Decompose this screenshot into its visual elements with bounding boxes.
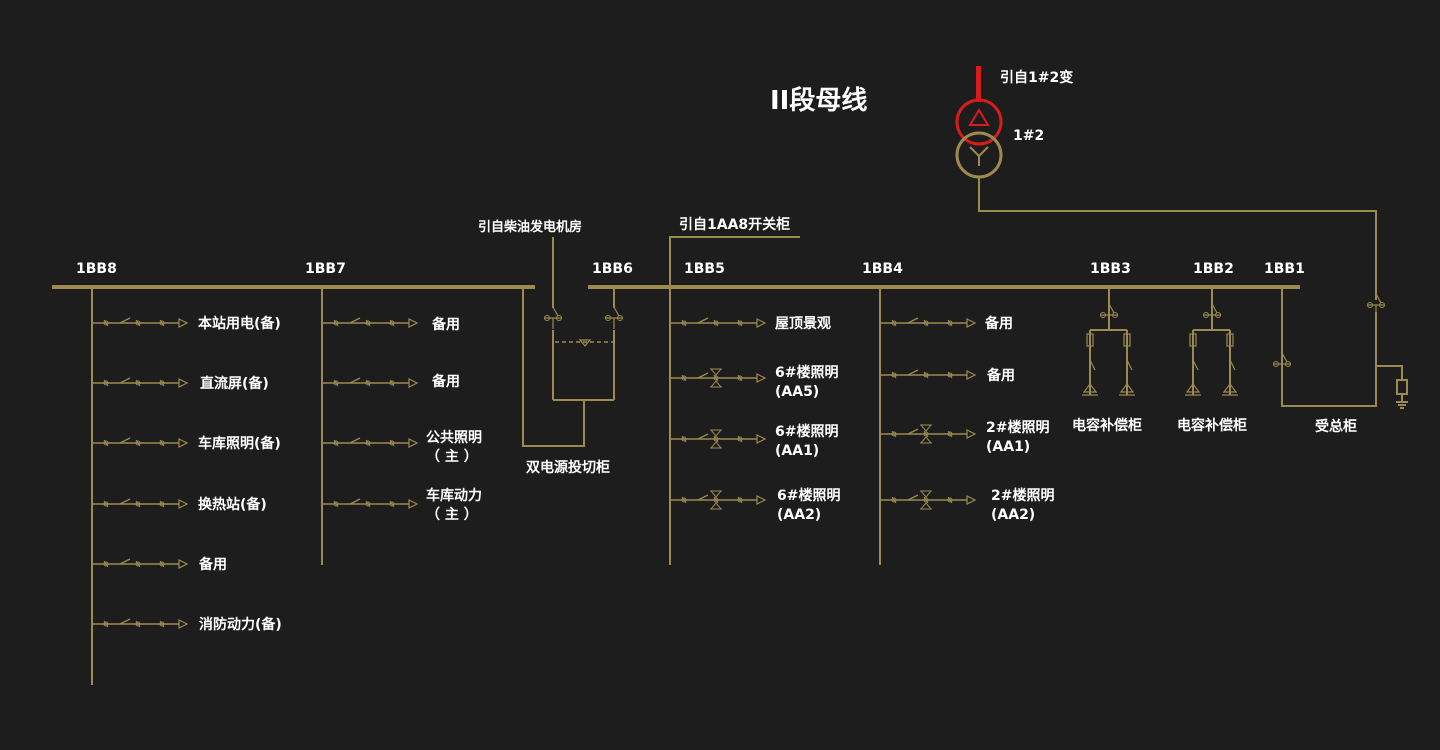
transformer-hv-lead bbox=[976, 66, 981, 102]
feeder-label: 换热站(备) bbox=[198, 497, 267, 513]
capacitor-cabinet-label: 电容补偿柜 bbox=[1072, 418, 1142, 434]
feeder-breaker-icon bbox=[880, 369, 977, 380]
feeder-label: 本站用电(备) bbox=[198, 316, 281, 332]
feeder-label: 备用 bbox=[432, 317, 460, 333]
capacitor-icon bbox=[1082, 333, 1098, 396]
feeder-label: 备用 bbox=[985, 316, 1013, 332]
transformer-source-label: 引自1#2变 bbox=[1000, 70, 1074, 86]
feeder-breaker-icon bbox=[322, 377, 419, 388]
feeder-breaker-icon bbox=[670, 317, 767, 328]
ats-cabinet-label: 双电源投切柜 bbox=[526, 460, 610, 476]
feeder-label: 6#楼照明 (AA5) bbox=[775, 365, 839, 400]
feeder-label: 6#楼照明 (AA1) bbox=[775, 424, 839, 459]
feeder-breaker-ct-icon bbox=[880, 424, 977, 444]
capacitor-icon bbox=[1185, 333, 1201, 396]
bus-label-1bb7: 1BB7 bbox=[305, 261, 346, 277]
feeder-label: 公共照明 （ 主 ） bbox=[426, 430, 482, 465]
grounding-branch bbox=[1376, 365, 1403, 380]
feeder-label: 2#楼照明 (AA1) bbox=[986, 420, 1050, 455]
bus-label-1bb4: 1BB4 bbox=[862, 261, 903, 277]
vertical-breaker-icon bbox=[1203, 303, 1221, 326]
feeder-breaker-ct-icon bbox=[670, 429, 767, 449]
feeder-breaker-ct-icon bbox=[670, 368, 767, 388]
bus-label-1bb6: 1BB6 bbox=[592, 261, 633, 277]
feeder-breaker-icon bbox=[880, 317, 977, 328]
feeder-breaker-icon bbox=[322, 437, 419, 448]
bus-label-1bb8: 1BB8 bbox=[76, 261, 117, 277]
bus-label-1bb2: 1BB2 bbox=[1193, 261, 1234, 277]
feeder-label: 消防动力(备) bbox=[199, 617, 282, 633]
bus-label-1bb1: 1BB1 bbox=[1264, 261, 1305, 277]
transformer-hv-winding-icon bbox=[955, 98, 1003, 146]
feeder-breaker-ct-icon bbox=[670, 490, 767, 510]
delta-icon bbox=[968, 108, 990, 126]
feeder-label: 备用 bbox=[432, 374, 460, 390]
main-cabinet-outline bbox=[1281, 287, 1377, 407]
capacitor-icon bbox=[1222, 333, 1238, 396]
feeder-breaker-ct-icon bbox=[880, 490, 977, 510]
feeder-label: 2#楼照明 (AA2) bbox=[991, 488, 1055, 523]
aa8-source-line bbox=[669, 236, 800, 287]
transformer-name-label: 1#2 bbox=[1013, 128, 1045, 144]
aa8-source-label: 引自1AA8开关柜 bbox=[679, 217, 791, 233]
capacitor-cabinet-label: 电容补偿柜 bbox=[1177, 418, 1247, 434]
feeder-label: 6#楼照明 (AA2) bbox=[777, 488, 841, 523]
vertical-breaker-icon bbox=[544, 306, 562, 329]
bus-label-1bb5: 1BB5 bbox=[684, 261, 725, 277]
capacitor-icon bbox=[1119, 333, 1135, 396]
feeder-breaker-icon bbox=[322, 317, 419, 328]
feeder-label: 车库动力 （ 主 ） bbox=[426, 488, 482, 523]
transformer-lv-winding-icon bbox=[955, 131, 1003, 179]
feeder-label: 直流屏(备) bbox=[200, 376, 269, 392]
vertical-breaker-icon bbox=[1100, 303, 1118, 326]
feeder-breaker-icon bbox=[92, 377, 189, 388]
transformer-symbol bbox=[955, 98, 1003, 179]
wye-icon bbox=[969, 146, 989, 158]
vertical-breaker-icon bbox=[1367, 293, 1385, 316]
feeder-label: 备用 bbox=[987, 368, 1015, 384]
feeder-label: 屋顶景观 bbox=[775, 316, 831, 332]
vertical-breaker-icon bbox=[605, 306, 623, 329]
ats-cabinet-outline bbox=[522, 287, 585, 447]
feeder-label: 车库照明(备) bbox=[198, 436, 281, 452]
diesel-source-label: 引自柴油发电机房 bbox=[478, 220, 583, 235]
page-title: II段母线 bbox=[770, 86, 868, 116]
feeder-breaker-icon bbox=[92, 437, 189, 448]
feeder-label: 备用 bbox=[199, 557, 227, 573]
feeder-breaker-icon bbox=[92, 317, 189, 328]
main-incoming-cabinet-label: 受总柜 bbox=[1315, 419, 1357, 435]
ats-transfer-icon bbox=[578, 339, 592, 347]
feeder-breaker-icon bbox=[92, 498, 189, 509]
feeder-breaker-icon bbox=[322, 498, 419, 509]
transformer-feed-line bbox=[978, 178, 1377, 300]
feeder-breaker-icon bbox=[92, 618, 189, 629]
grounding-resistor bbox=[1396, 379, 1408, 395]
vertical-breaker-icon bbox=[1273, 352, 1291, 375]
feeder-breaker-icon bbox=[92, 558, 189, 569]
bus-label-1bb3: 1BB3 bbox=[1090, 261, 1131, 277]
